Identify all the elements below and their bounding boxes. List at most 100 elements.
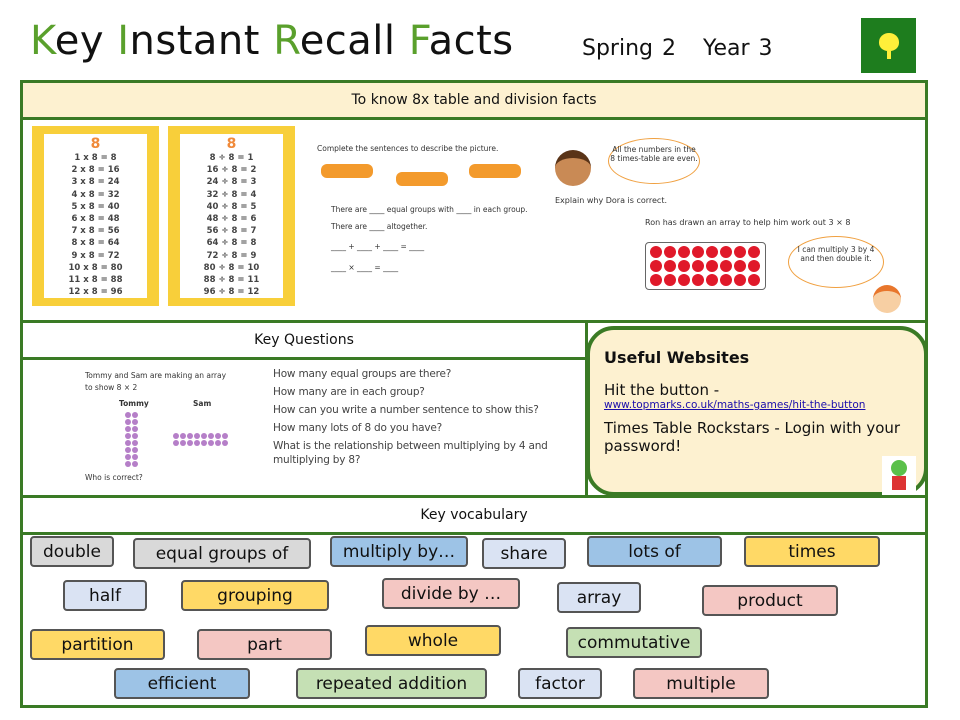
fact-line: 64 ÷ 8 = 8 (206, 238, 257, 249)
counter-dot (132, 454, 138, 460)
fact-line: 32 ÷ 8 = 4 (206, 189, 257, 200)
rockstar-image (882, 456, 916, 496)
counter-dot (132, 433, 138, 439)
vocab-word: multiply by… (330, 536, 468, 567)
counter-dot (748, 274, 760, 286)
fact-line: 11 x 8 = 88 (68, 275, 123, 286)
vocab-word: grouping (181, 580, 329, 611)
counter-dot (222, 433, 228, 439)
fact-line: 4 x 8 = 32 (71, 189, 120, 200)
vocab-word: efficient (114, 668, 250, 699)
page-title: Key Instant Recall Facts (30, 18, 514, 64)
counter-dot (664, 246, 676, 258)
counter-dot (720, 246, 732, 258)
vocab-word: divide by … (382, 578, 520, 609)
counter-dot (187, 433, 193, 439)
vocab-word: equal groups of (133, 538, 311, 569)
counters-image (321, 164, 521, 188)
fact-line: 40 ÷ 8 = 5 (206, 201, 257, 212)
ron-avatar (873, 285, 901, 313)
counter-dot (125, 433, 131, 439)
counter-dot (132, 461, 138, 467)
vocab-word: double (30, 536, 114, 567)
counter-dot (692, 274, 704, 286)
counter-dot (650, 246, 662, 258)
fact-line: 5 x 8 = 40 (71, 201, 120, 212)
counter-dot (692, 246, 704, 258)
fact-line: 3 x 8 = 24 (71, 177, 120, 188)
vocab-word: lots of (587, 536, 722, 567)
key-question: How many are in each group? (273, 386, 425, 398)
vocab-word: times (744, 536, 880, 567)
fact-line: 9 x 8 = 72 (71, 250, 120, 261)
counter-dot (125, 412, 131, 418)
counter-dot (132, 426, 138, 432)
counter-dot (706, 260, 718, 272)
counter-dot (180, 440, 186, 446)
fact-line: 80 ÷ 8 = 10 (203, 262, 260, 273)
key-question: What is the relationship between multipl… (273, 440, 548, 466)
school-logo (861, 18, 916, 73)
counter-dot (650, 260, 662, 272)
counter-dot (215, 440, 221, 446)
counter-dot (678, 274, 690, 286)
vocab-word: whole (365, 625, 501, 656)
fact-line: 8 x 8 = 64 (71, 238, 120, 249)
counter-dot (222, 440, 228, 446)
counter-dot (706, 246, 718, 258)
dora-avatar (555, 150, 591, 186)
counter-dot (125, 440, 131, 446)
fact-line: 48 ÷ 8 = 6 (206, 214, 257, 225)
counter-dot (125, 447, 131, 453)
counter-dot (748, 260, 760, 272)
vocab-word: factor (518, 668, 602, 699)
fact-line: 1 x 8 = 8 (74, 153, 117, 163)
counter-dot (201, 433, 207, 439)
fact-line: 72 ÷ 8 = 9 (206, 250, 257, 261)
term-year: Spring 2 Year 3 (582, 36, 773, 61)
counter-dot (132, 419, 138, 425)
counter-dot (706, 274, 718, 286)
objective-header: To know 8x table and division facts (20, 80, 928, 120)
counter-dot (187, 440, 193, 446)
fact-line: 24 ÷ 8 = 3 (206, 177, 257, 188)
counter-dot (748, 246, 760, 258)
key-question: How many lots of 8 do you have? (273, 422, 443, 434)
vocab-word: multiple (633, 668, 769, 699)
dot-array (645, 242, 766, 290)
key-questions-panel: Tommy and Sam are making an array to sho… (20, 357, 588, 498)
counter-dot (720, 274, 732, 286)
speech-bubble: All the numbers in the 8 times-table are… (608, 138, 700, 184)
fact-line: 12 x 8 = 96 (68, 287, 123, 298)
hit-the-button-link[interactable]: www.topmarks.co.uk/maths-games/hit-the-b… (604, 399, 866, 411)
counter-dot (194, 440, 200, 446)
vocab-word: part (197, 629, 332, 660)
counter-dot (720, 260, 732, 272)
speech-bubble: I can multiply 3 by 4 and then double it… (788, 236, 884, 288)
counter-dot (692, 260, 704, 272)
counter-dot (180, 433, 186, 439)
counter-dot (173, 440, 179, 446)
useful-websites-panel: Useful Websites Hit the button - www.top… (586, 326, 928, 496)
counter-dot (678, 246, 690, 258)
counter-dot (132, 440, 138, 446)
fact-line: 7 x 8 = 56 (71, 226, 120, 237)
sam-array (173, 433, 229, 446)
counter-dot (201, 440, 207, 446)
vocab-word: share (482, 538, 566, 569)
counter-dot (215, 433, 221, 439)
counter-dot (208, 440, 214, 446)
vocab-word: product (702, 585, 838, 616)
counter-dot (125, 419, 131, 425)
worksheet-instruction: Complete the sentences to describe the p… (317, 144, 499, 153)
counter-dot (125, 426, 131, 432)
fact-line: 8 ÷ 8 = 1 (209, 153, 254, 163)
counter-dot (664, 274, 676, 286)
key-vocabulary-header: Key vocabulary (20, 495, 928, 535)
counter-dot (678, 260, 690, 272)
vocab-word: commutative (566, 627, 702, 658)
fact-line: 10 x 8 = 80 (68, 262, 123, 273)
key-question: How can you write a number sentence to s… (273, 404, 539, 416)
